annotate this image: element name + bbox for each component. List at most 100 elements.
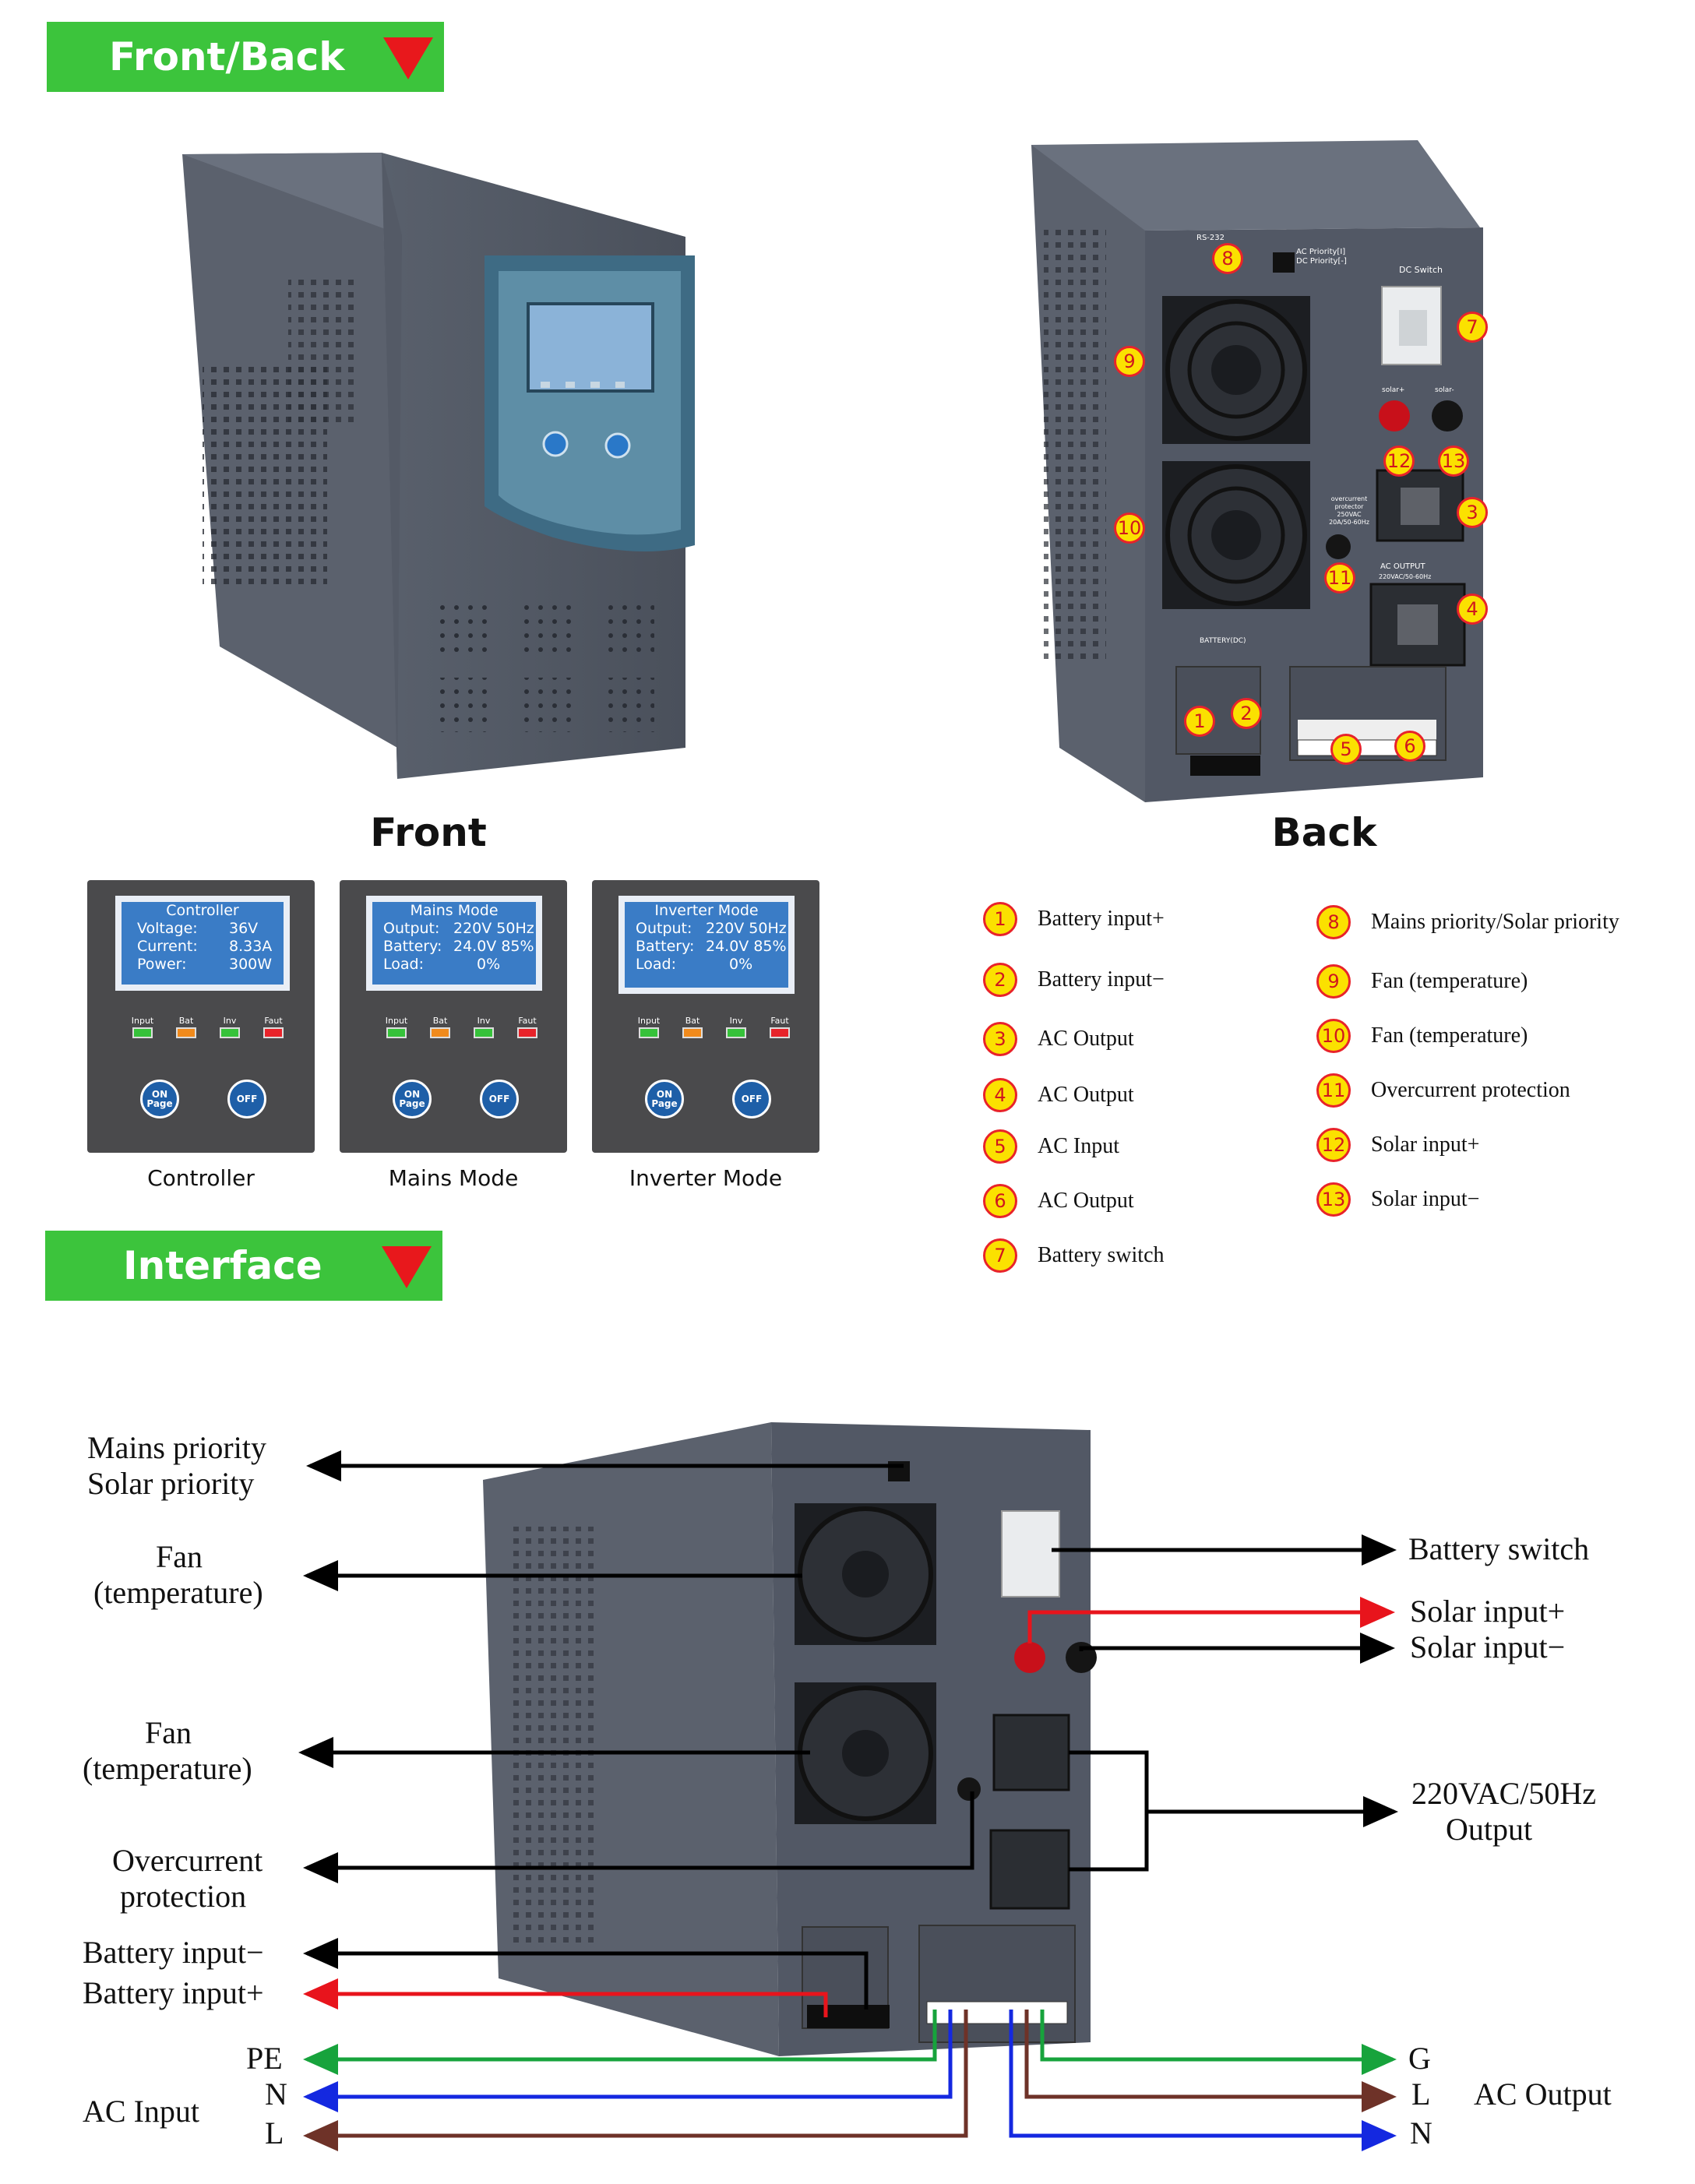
indicator-input: Input bbox=[637, 1016, 661, 1038]
row-value: 36V bbox=[229, 920, 259, 937]
battery-minus-label: Battery input− bbox=[83, 1935, 264, 1970]
protection-label: protection bbox=[120, 1879, 247, 1914]
indicator-faut: Faut bbox=[262, 1016, 285, 1038]
on-page-button[interactable]: ON Page bbox=[645, 1080, 684, 1118]
row-label: Output: bbox=[636, 920, 692, 937]
badge-11: 11 bbox=[1324, 562, 1355, 594]
interface-diagram bbox=[298, 1422, 1398, 2151]
row-label: Load: bbox=[383, 956, 424, 973]
row-label: Load: bbox=[636, 956, 676, 973]
fan1-label: Fan bbox=[156, 1539, 203, 1574]
back-view-image bbox=[1031, 140, 1483, 802]
ac-output-label: AC Output bbox=[1474, 2077, 1612, 2112]
l-in-label: L bbox=[265, 2115, 284, 2151]
row-value: 220V 50Hz bbox=[706, 920, 787, 937]
on-page-button[interactable]: ON Page bbox=[140, 1080, 179, 1118]
triangle-down-icon bbox=[383, 37, 433, 79]
front-view-image bbox=[182, 153, 695, 779]
row-label: Voltage: bbox=[137, 920, 198, 937]
row-label: Battery: bbox=[383, 938, 442, 955]
fan-top-icon bbox=[1162, 296, 1310, 444]
row-value: 0% bbox=[477, 956, 501, 973]
badge-12: 12 bbox=[1383, 446, 1415, 477]
panel-caption: Controller bbox=[147, 1165, 255, 1191]
badge-9: 9 bbox=[1114, 346, 1145, 377]
overcurrent-label: Overcurrent bbox=[112, 1843, 263, 1878]
panel-caption: Mains Mode bbox=[388, 1165, 519, 1191]
indicator-bat: Bat bbox=[174, 1016, 198, 1038]
badge-8: 8 bbox=[1212, 243, 1243, 274]
solar-minus-label: solar- bbox=[1435, 386, 1454, 394]
solar-plus-label: solar+ bbox=[1382, 386, 1405, 394]
badge-10: 10 bbox=[1114, 513, 1145, 544]
pe-label: PE bbox=[246, 2041, 283, 2076]
rs232-label: RS-232 bbox=[1196, 234, 1225, 242]
badge-6: 6 bbox=[1394, 731, 1425, 762]
n-out-label: N bbox=[1410, 2115, 1432, 2151]
badge-2: 2 bbox=[1231, 698, 1262, 729]
row-label: Battery: bbox=[636, 938, 695, 955]
badge-13: 13 bbox=[1438, 446, 1469, 477]
badge-4: 4 bbox=[1457, 594, 1488, 625]
row-label: Power: bbox=[137, 956, 187, 973]
off-button[interactable]: OFF bbox=[227, 1080, 266, 1118]
off-button[interactable]: OFF bbox=[480, 1080, 519, 1118]
interface-title: Interface bbox=[123, 1243, 322, 1288]
indicator-faut: Faut bbox=[516, 1016, 539, 1038]
indicator-bat: Bat bbox=[681, 1016, 704, 1038]
ac-input-label: AC Input bbox=[83, 2094, 199, 2129]
panel-caption: Inverter Mode bbox=[629, 1165, 783, 1191]
on-page-button[interactable]: ON Page bbox=[393, 1080, 432, 1118]
fan-bottom-icon bbox=[1162, 461, 1310, 609]
l-out-label: L bbox=[1411, 2077, 1431, 2112]
battery-switch-label: Battery switch bbox=[1408, 1531, 1590, 1566]
front-back-banner: Front/Back bbox=[47, 22, 444, 92]
badge-1: 1 bbox=[1184, 706, 1215, 737]
off-button[interactable]: OFF bbox=[732, 1080, 771, 1118]
indicator-input: Input bbox=[131, 1016, 154, 1038]
mains-priority-label: Mains priority bbox=[87, 1430, 266, 1465]
indicator-inv: Inv bbox=[724, 1016, 748, 1038]
row-value: 0% bbox=[729, 956, 753, 973]
row-label: Current: bbox=[137, 938, 198, 955]
dc-switch-label: DC Switch bbox=[1399, 265, 1443, 275]
ac-priority-label: AC Priority[I] bbox=[1296, 248, 1346, 256]
dc-priority-label: DC Priority[-] bbox=[1296, 257, 1347, 266]
panel-title: Controller bbox=[166, 902, 239, 919]
row-value: 24.0V 85% bbox=[453, 938, 534, 955]
row-label: Output: bbox=[383, 920, 440, 937]
triangle-down-icon bbox=[382, 1246, 432, 1288]
ac-output-rating-label: 220VAC/50-60Hz bbox=[1379, 573, 1432, 580]
badge-5: 5 bbox=[1330, 734, 1362, 765]
badge-7: 7 bbox=[1457, 312, 1488, 343]
ac-output-label: AC OUTPUT bbox=[1380, 562, 1425, 571]
overcurrent-protector-label: overcurrent protector 250VAC 20A/50-60Hz bbox=[1329, 495, 1369, 526]
row-value: 24.0V 85% bbox=[706, 938, 787, 955]
battery-dc-label: BATTERY(DC) bbox=[1200, 637, 1246, 645]
battery-plus-label: Battery input+ bbox=[83, 1975, 264, 2010]
solar-minus-label: Solar input− bbox=[1410, 1629, 1566, 1664]
output-label: Output bbox=[1446, 1812, 1533, 1847]
indicator-inv: Inv bbox=[218, 1016, 241, 1038]
indicator-bat: Bat bbox=[428, 1016, 452, 1038]
output-rating-label: 220VAC/50Hz bbox=[1411, 1776, 1597, 1811]
front-back-title: Front/Back bbox=[109, 34, 345, 79]
fan2-label: Fan bbox=[145, 1715, 192, 1750]
indicator-inv: Inv bbox=[472, 1016, 495, 1038]
front-label: Front bbox=[370, 810, 487, 855]
g-out-label: G bbox=[1408, 2041, 1431, 2076]
fan1-temp-label: (temperature) bbox=[93, 1575, 263, 1610]
